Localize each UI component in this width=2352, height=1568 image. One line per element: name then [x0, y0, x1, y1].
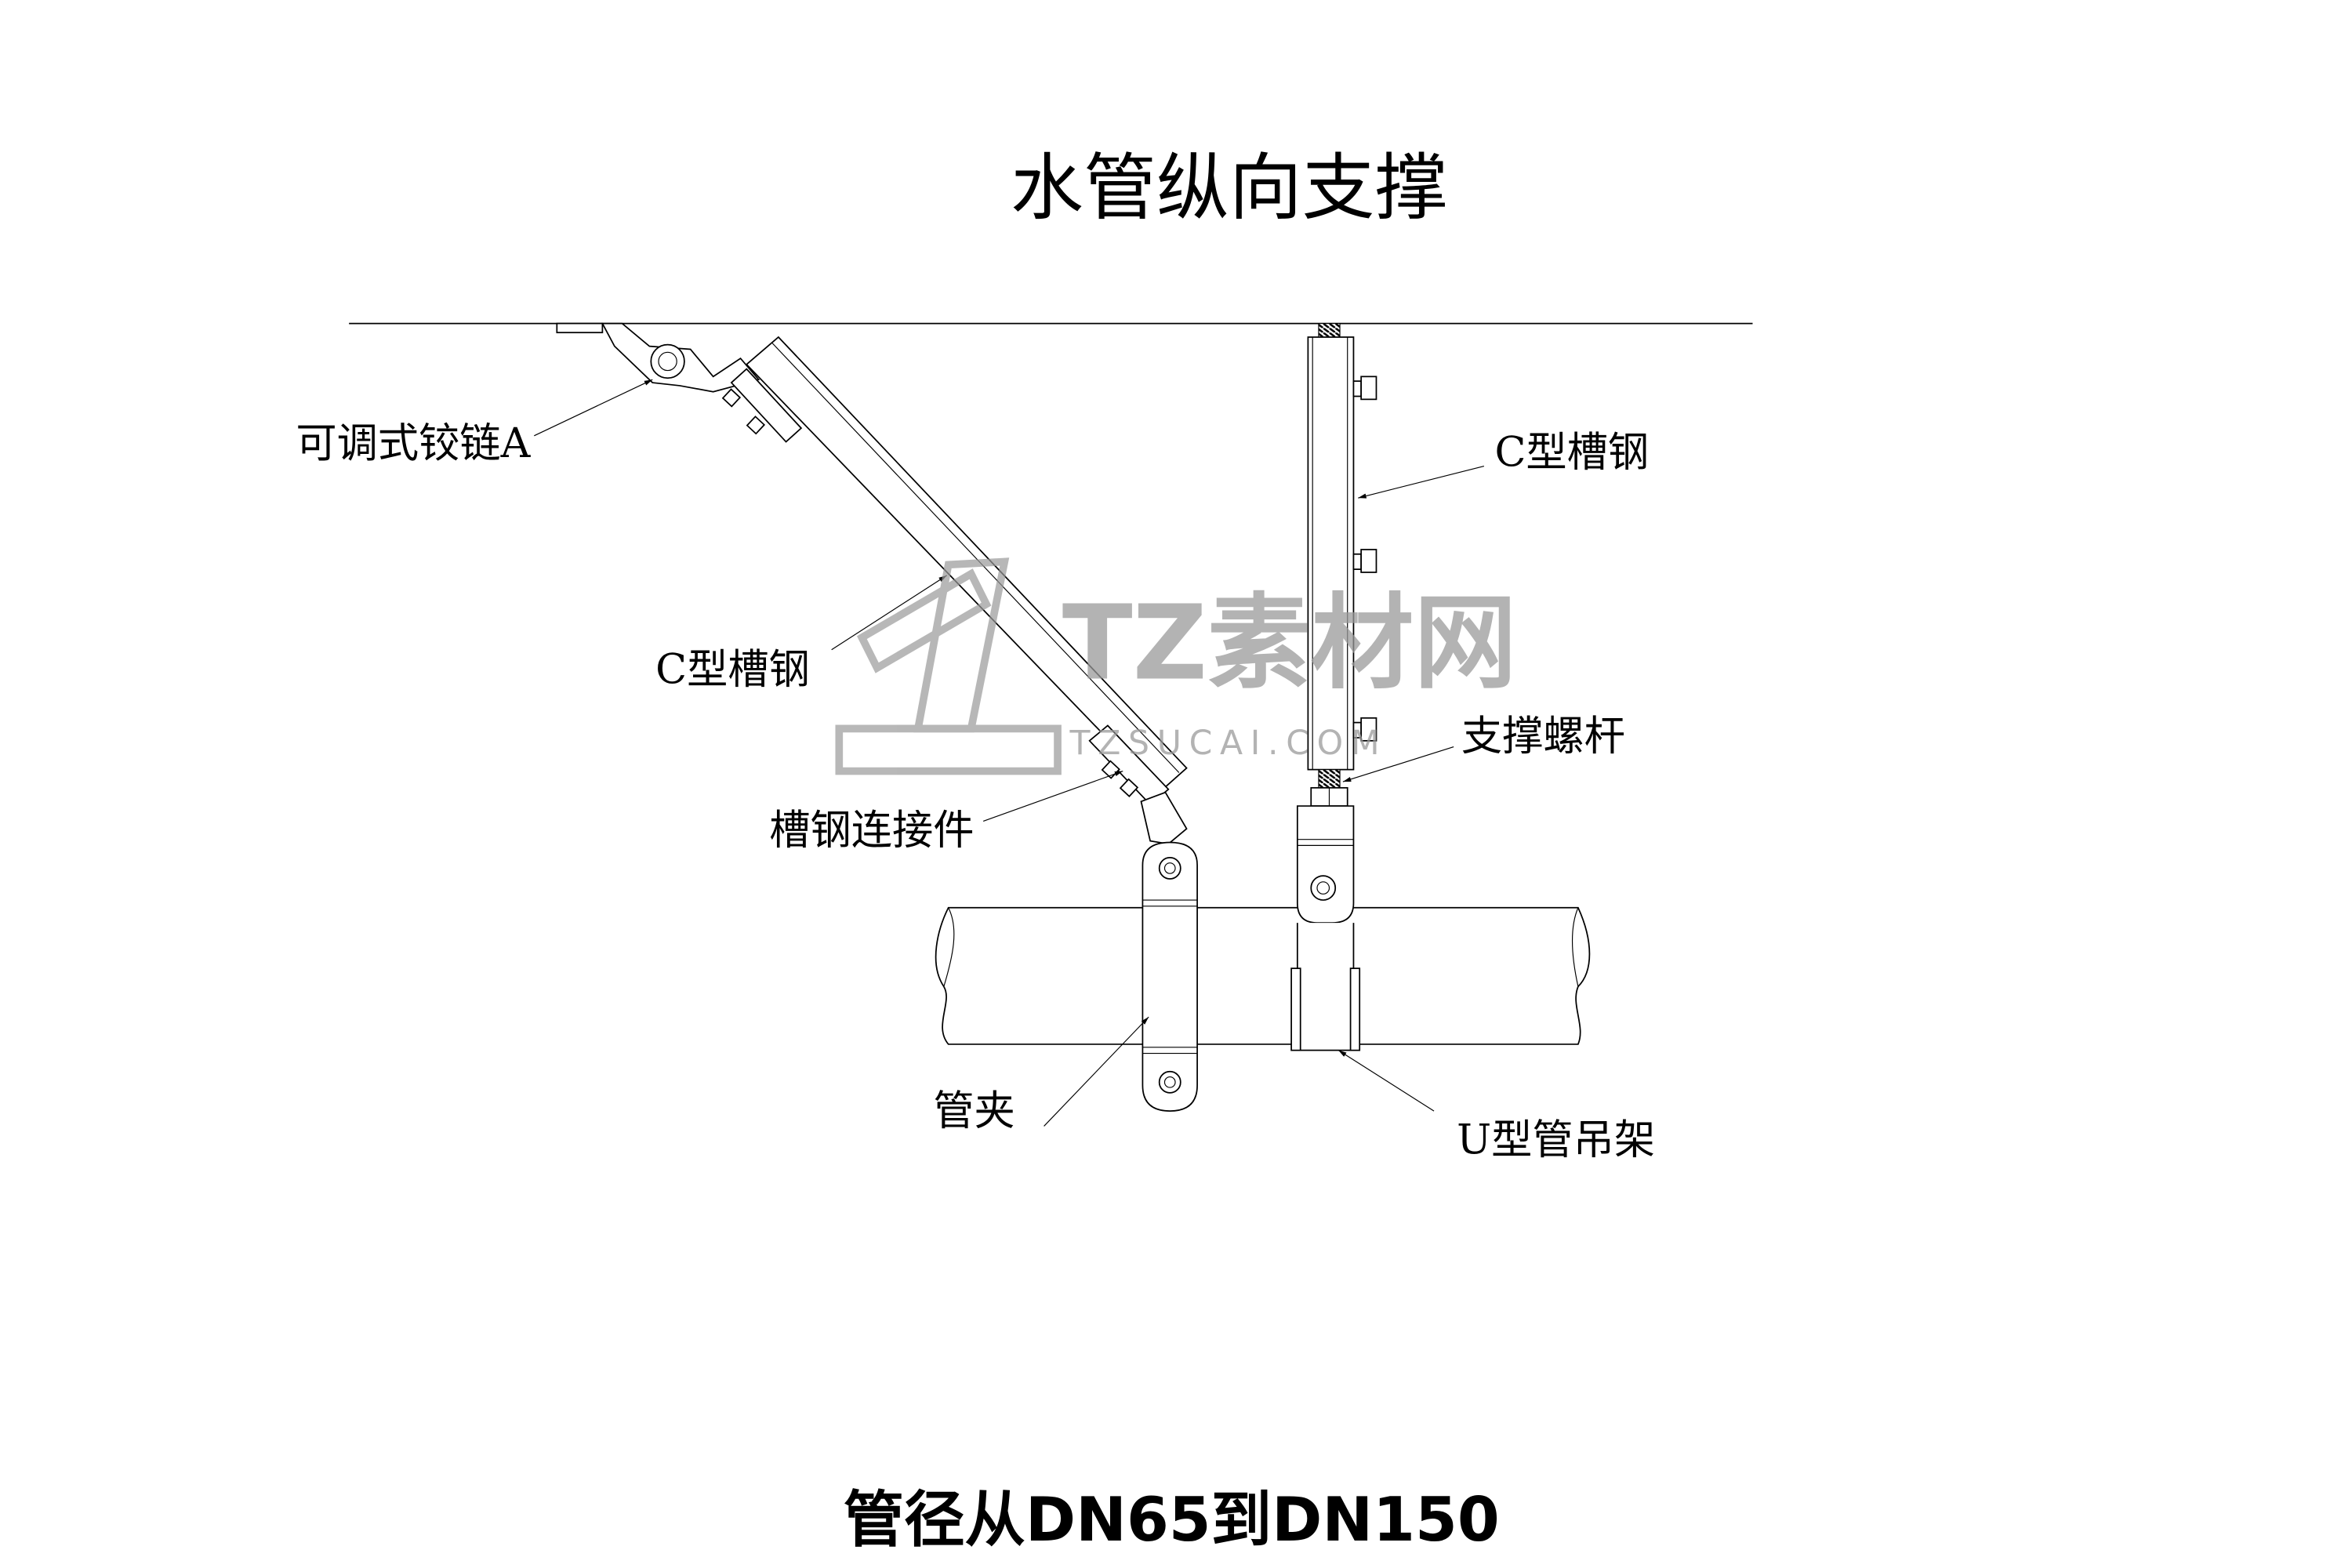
pipe-size-note: 管径从DN65到DN150 — [844, 1485, 1500, 1555]
watermark-logo-icon — [835, 557, 1062, 775]
hanger-bolt-icon — [1310, 875, 1337, 901]
drawing-title: 水管纵向支撑 — [1011, 145, 1447, 230]
label-channel-diagonal: C型槽钢 — [655, 646, 810, 693]
clamp-bolt-icon — [1158, 857, 1181, 880]
label-u-hanger: U型管吊架 — [1457, 1116, 1655, 1163]
callout-channel-diagonal: C型槽钢 — [655, 575, 948, 693]
vertical-c-channel — [1307, 322, 1377, 807]
label-support-rod: 支撑螺杆 — [1461, 713, 1625, 760]
adjustable-hinge — [556, 322, 760, 393]
support-rod-thread — [1318, 322, 1341, 339]
callout-support-rod: 支撑螺杆 — [1342, 713, 1625, 782]
channel-bolt-icon — [1352, 376, 1377, 742]
callout-channel-vertical: C型槽钢 — [1358, 430, 1649, 499]
watermark-text: TZ素材网 — [1062, 583, 1517, 703]
callout-u-hanger: U型管吊架 — [1338, 1050, 1655, 1163]
watermark: TZ素材网 TZSUCAI.COM — [835, 557, 1517, 775]
watermark-url: TZSUCAI.COM — [1069, 724, 1388, 763]
pipe-clamp — [1142, 841, 1198, 1112]
callout-channel-connector: 槽钢连接件 — [769, 771, 1123, 854]
callout-pipe-clamp: 管夹 — [933, 1016, 1149, 1135]
clamp-bolt-icon — [1158, 1070, 1181, 1094]
label-pipe-clamp: 管夹 — [933, 1088, 1015, 1135]
label-channel-vertical: C型槽钢 — [1494, 430, 1649, 477]
water-pipe — [935, 906, 1591, 1045]
label-channel-connector: 槽钢连接件 — [769, 807, 974, 854]
hinge-bolt-icon — [650, 343, 685, 379]
support-rod-thread — [1318, 769, 1341, 789]
u-pipe-hanger — [1290, 805, 1361, 1051]
label-hinge: 可调式铰链A — [296, 420, 531, 467]
callout-hinge: 可调式铰链A — [296, 379, 653, 467]
